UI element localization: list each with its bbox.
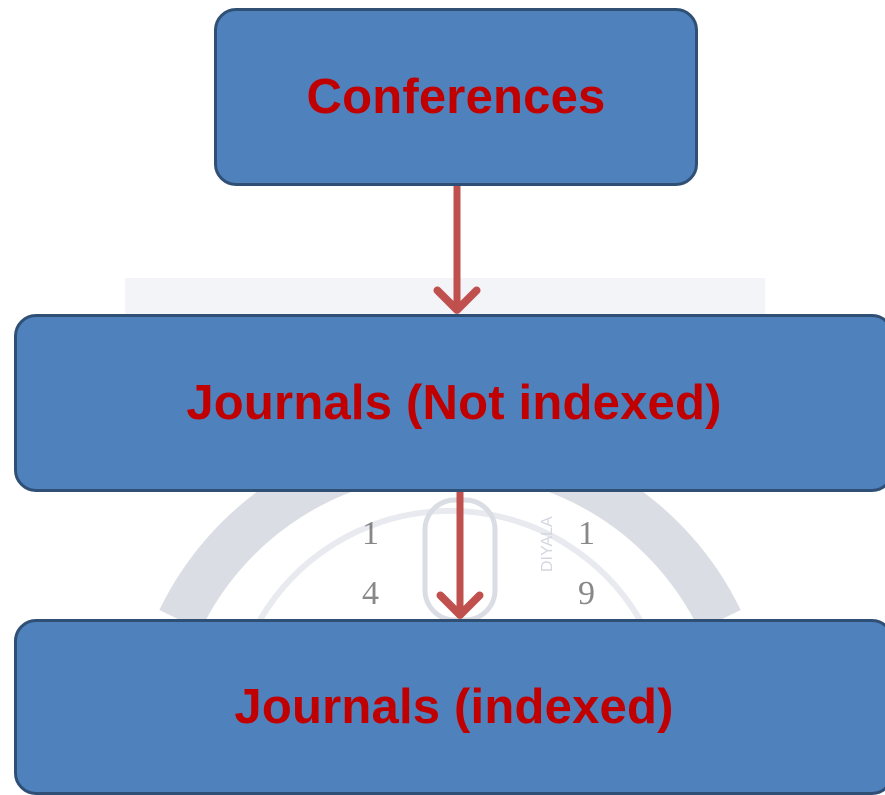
node-label: Journals (Not indexed) bbox=[186, 376, 722, 430]
watermark-digit: 4 bbox=[362, 575, 379, 612]
watermark-top-band bbox=[125, 278, 765, 314]
watermark-seal-inner-ring bbox=[257, 507, 643, 622]
node-label: Conferences bbox=[306, 70, 606, 124]
watermark-digit: 9 bbox=[578, 575, 595, 612]
watermark-digit: 1 bbox=[578, 515, 595, 552]
node-journals-indexed: Journals (indexed) bbox=[14, 619, 885, 795]
watermark-center-emblem bbox=[422, 497, 498, 623]
node-conferences: Conferences bbox=[214, 8, 698, 186]
node-label: Journals (indexed) bbox=[234, 680, 674, 734]
watermark-digit: 1 bbox=[362, 515, 379, 552]
node-journals-not-indexed: Journals (Not indexed) bbox=[14, 314, 885, 492]
watermark-band-text: DIYALA bbox=[539, 516, 556, 572]
